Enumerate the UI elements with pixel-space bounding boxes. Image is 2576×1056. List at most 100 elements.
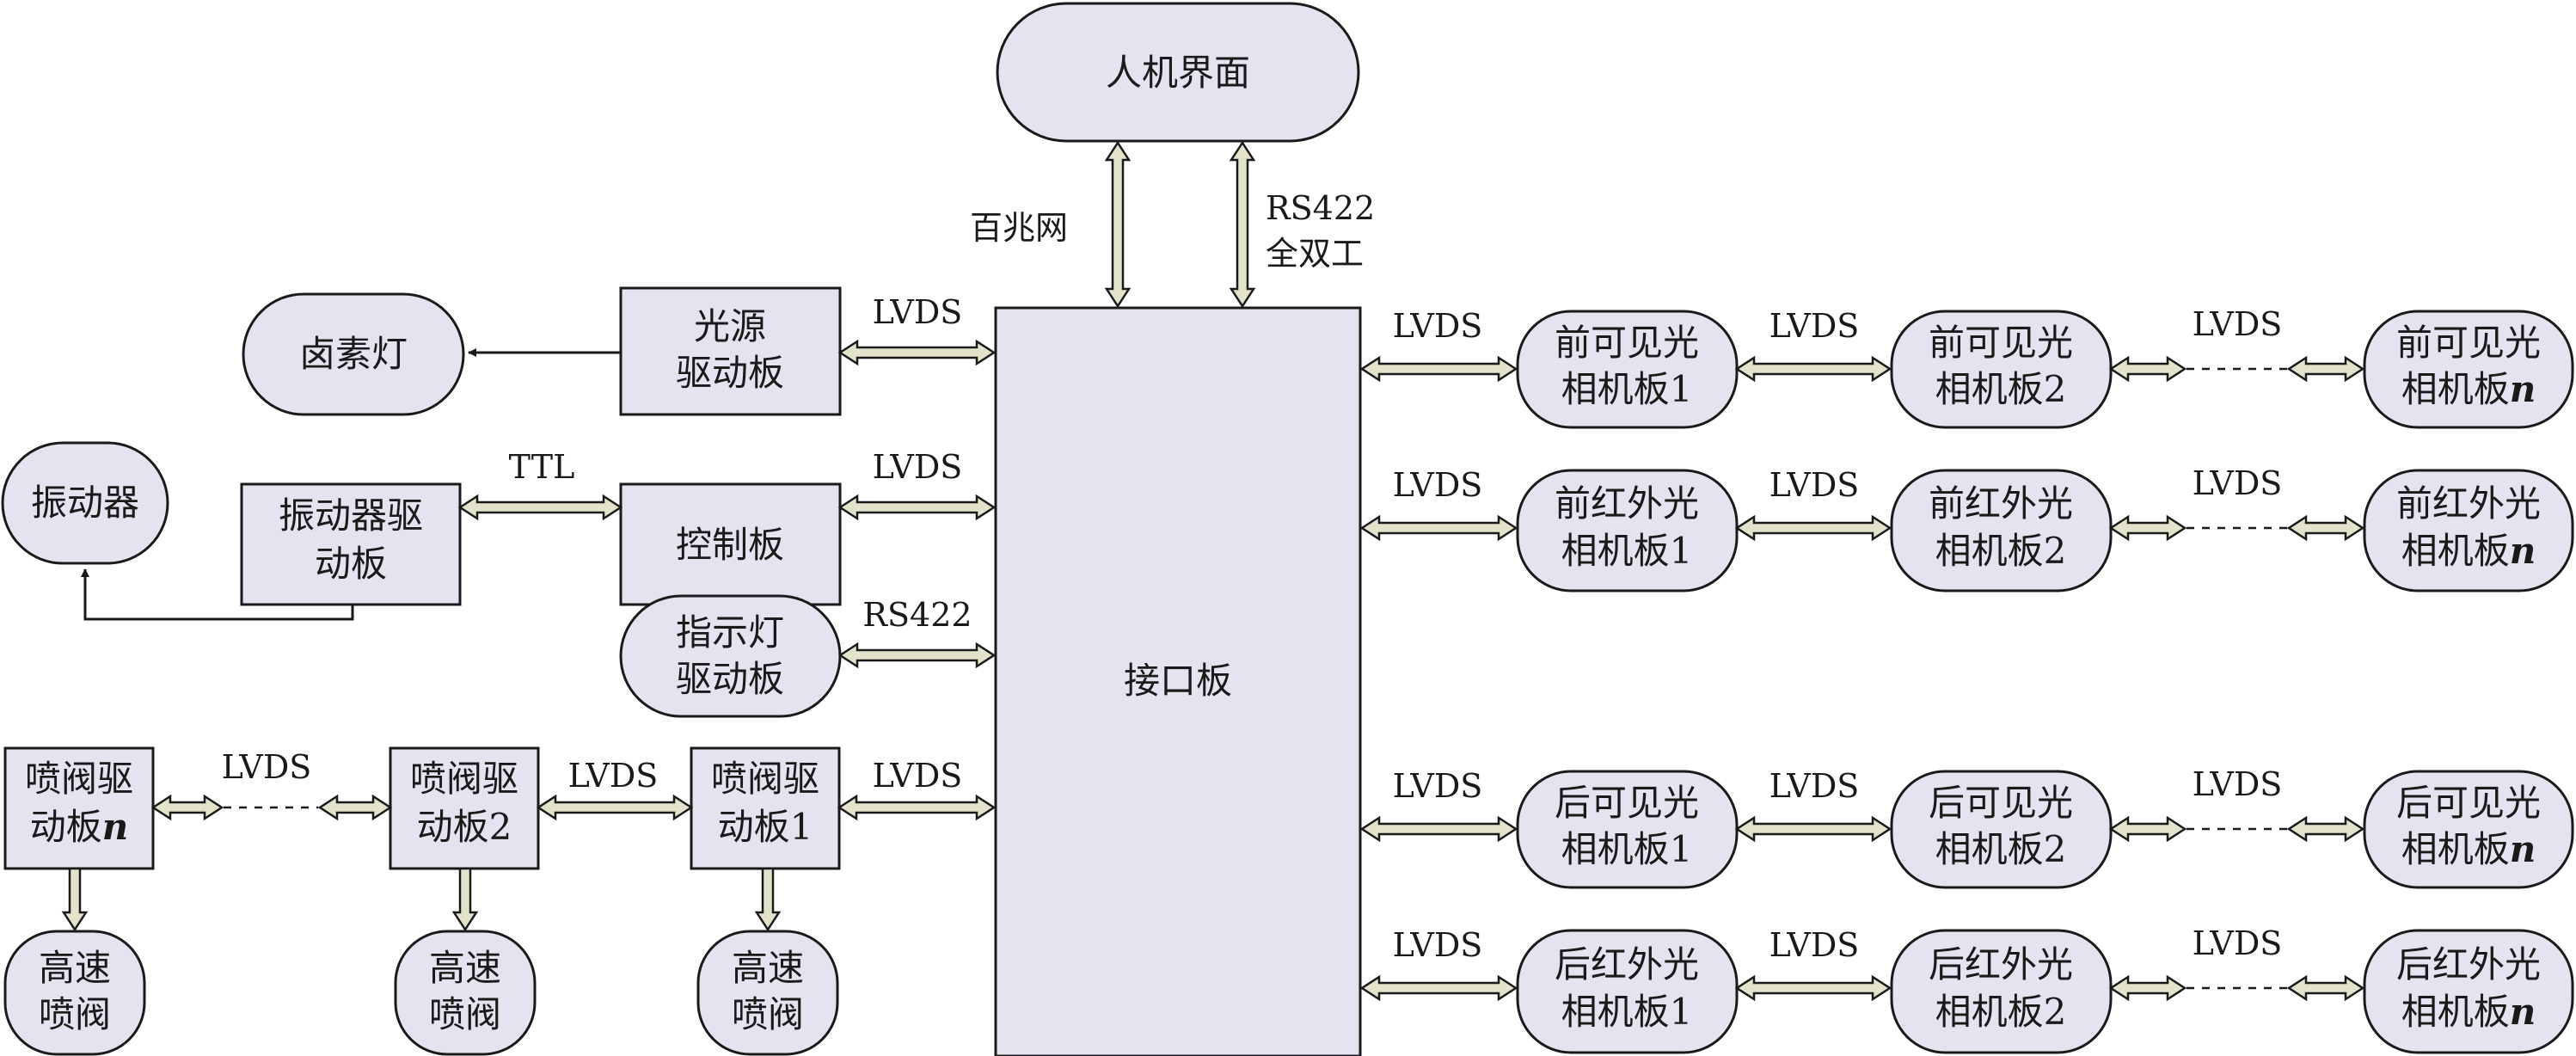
valve-n-chain-arrow	[150, 794, 224, 821]
camera-board-ri-2-label-2: 相机板2	[1935, 991, 2067, 1033]
lvds-label-valve-1: LVDS	[873, 757, 963, 795]
camera-board-fi-2-label-2: 相机板2	[1935, 530, 2067, 572]
vibrator-driver-label-1: 振动器驱	[279, 494, 423, 537]
ethernet-label: 百兆网	[970, 209, 1068, 247]
valve-driver-n-label-2a: 动板	[30, 806, 102, 848]
rear-visible-row: 后可见光 相机板1 后可见光 相机板2 后可见光 相机板n	[1516, 770, 2574, 889]
high-speed-valve-n-label-2: 喷阀	[39, 993, 111, 1035]
ttl-label: TTL	[509, 448, 575, 486]
camera-board-rv-2-label-1: 后可见光	[1929, 782, 2073, 824]
rs422-full-label-2: 全双工	[1266, 235, 1364, 273]
high-speed-valve-1-label-2: 喷阀	[732, 993, 804, 1035]
lvds-label-control: LVDS	[873, 448, 963, 486]
fi-n-chain-arrow	[2286, 514, 2365, 542]
ri-interface-link-arrow	[1359, 974, 1518, 1002]
rs422-label-indicator: RS422	[862, 596, 972, 634]
valve-1-link-arrow	[837, 794, 997, 821]
valve-driver-1-label-2: 动板1	[718, 806, 813, 848]
camera-board-fi-n-label-2a: 相机板	[2401, 530, 2510, 572]
ri-1-2-link-arrow	[1734, 974, 1892, 1002]
light-driver-link-arrow	[837, 339, 997, 366]
fi-2-chain-arrow	[2108, 514, 2187, 542]
fv-interface-link-arrow	[1359, 355, 1518, 383]
light-driver-node	[619, 286, 842, 416]
camera-board-ri-n-label-2b: n	[2510, 991, 2536, 1033]
camera-board-ri-2	[1890, 929, 2113, 1054]
lvds-label-fi-n: LVDS	[2193, 464, 2283, 502]
indicator-driver-label-2: 驱动板	[676, 658, 784, 700]
camera-board-grid: 前可见光 相机板1 前可见光 相机板2 前可见光 相机板n 前红外光 相机板1 …	[1516, 310, 2574, 1054]
rv-interface-link-arrow	[1359, 815, 1518, 843]
interface-board-label: 接口板	[1124, 660, 1232, 702]
lvds-label-valve-2: LVDS	[568, 757, 659, 795]
ri-2-chain-arrow	[2108, 974, 2187, 1002]
valve-2-1-link-arrow	[536, 794, 694, 821]
rear-infrared-row: 后红外光 相机板1 后红外光 相机板2 后红外光 相机板n	[1516, 929, 2574, 1054]
camera-board-rv-n	[2363, 770, 2574, 889]
camera-board-fv-1-label-1: 前可见光	[1555, 322, 1699, 364]
vibrator-node	[1, 441, 169, 565]
rv-n-chain-arrow	[2286, 815, 2365, 843]
rv-1-2-link-arrow	[1734, 815, 1892, 843]
valve-driver-n-label-2b: n	[102, 806, 129, 848]
fi-1-2-link-arrow	[1734, 514, 1892, 542]
camera-board-ri-n-label-2: 相机板n	[2401, 991, 2536, 1033]
light-driver-label-2: 驱动板	[676, 352, 784, 394]
hmi-label: 人机界面	[1106, 52, 1250, 94]
front-visible-row: 前可见光 相机板1 前可见光 相机板2 前可见光 相机板n	[1516, 310, 2574, 429]
camera-board-fi-n-label-2b: n	[2510, 530, 2536, 572]
light-driver-label-1: 光源	[694, 305, 766, 347]
interface-board	[994, 306, 1362, 1056]
camera-board-rv-n-label-2b: n	[2510, 828, 2536, 870]
camera-board-fi-n-label-2: 相机板n	[2401, 530, 2536, 572]
camera-board-fv-n-label-2a: 相机板	[2401, 368, 2510, 410]
camera-board-fv-n-label-1: 前可见光	[2396, 322, 2541, 364]
fi-interface-link-arrow	[1359, 514, 1518, 542]
valve-driver-n-label-2: 动板n	[30, 806, 129, 848]
vibrator-driver-label-2: 动板	[315, 543, 387, 585]
lvds-label-rv-2: LVDS	[1769, 767, 1860, 805]
camera-board-ri-1-label-2: 相机板1	[1561, 991, 1693, 1033]
camera-board-fi-2	[1890, 469, 2113, 592]
camera-board-ri-1	[1516, 929, 1739, 1054]
camera-board-fv-2-label-1: 前可见光	[1929, 322, 2073, 364]
camera-board-fv-n-label-2b: n	[2510, 368, 2536, 410]
camera-board-ri-n	[2363, 929, 2574, 1054]
lvds-label-fi-2: LVDS	[1769, 466, 1860, 504]
indicator-link-arrow	[837, 642, 997, 669]
rs422-full-label-1: RS422	[1266, 189, 1375, 227]
camera-board-ri-2-label-1: 后红外光	[1929, 943, 2073, 985]
fv-n-chain-arrow	[2286, 355, 2365, 383]
camera-board-fi-1-label-1: 前红外光	[1555, 482, 1699, 525]
high-speed-valve-n-label-1: 高速	[39, 947, 111, 989]
ethernet-arrow	[1104, 140, 1132, 309]
lvds-label-ri-n: LVDS	[2193, 924, 2283, 962]
camera-board-rv-n-label-2a: 相机板	[2401, 828, 2510, 870]
valve-2-chain-arrow	[317, 794, 393, 821]
lvds-label-valve-n: LVDS	[222, 748, 312, 786]
control-board-label: 控制板	[676, 524, 784, 566]
hmi-node	[996, 2, 1360, 143]
camera-board-fv-n	[2363, 310, 2574, 429]
camera-board-fi-2-label-1: 前红外光	[1929, 482, 2073, 525]
rv-2-chain-arrow	[2108, 815, 2187, 843]
link-arrows	[61, 140, 2365, 1002]
valve-driver-1-label-1: 喷阀驱	[711, 758, 819, 800]
high-speed-valve-1-label-1: 高速	[732, 947, 804, 989]
control-board-node	[619, 482, 842, 606]
lvds-label-light: LVDS	[873, 293, 963, 331]
lvds-label-fi-1: LVDS	[1393, 466, 1483, 504]
lvds-label-rv-1: LVDS	[1393, 767, 1483, 805]
camera-board-fv-2-label-2: 相机板2	[1935, 368, 2067, 410]
valve-driver-n-label-1: 喷阀驱	[25, 758, 133, 800]
camera-board-ri-1-label-1: 后红外光	[1555, 943, 1699, 985]
camera-board-fi-1-label-2: 相机板1	[1561, 530, 1693, 572]
high-speed-valve-2-label-2: 喷阀	[429, 993, 501, 1035]
rs422-full-arrow	[1229, 140, 1256, 309]
front-infrared-row: 前红外光 相机板1 前红外光 相机板2 前红外光 相机板n	[1516, 469, 2574, 592]
camera-board-rv-1-label-1: 后可见光	[1555, 782, 1699, 824]
camera-board-rv-n-label-1: 后可见光	[2396, 782, 2541, 824]
camera-board-fi-n	[2363, 469, 2574, 592]
camera-board-fi-n-label-1: 前红外光	[2396, 482, 2541, 525]
